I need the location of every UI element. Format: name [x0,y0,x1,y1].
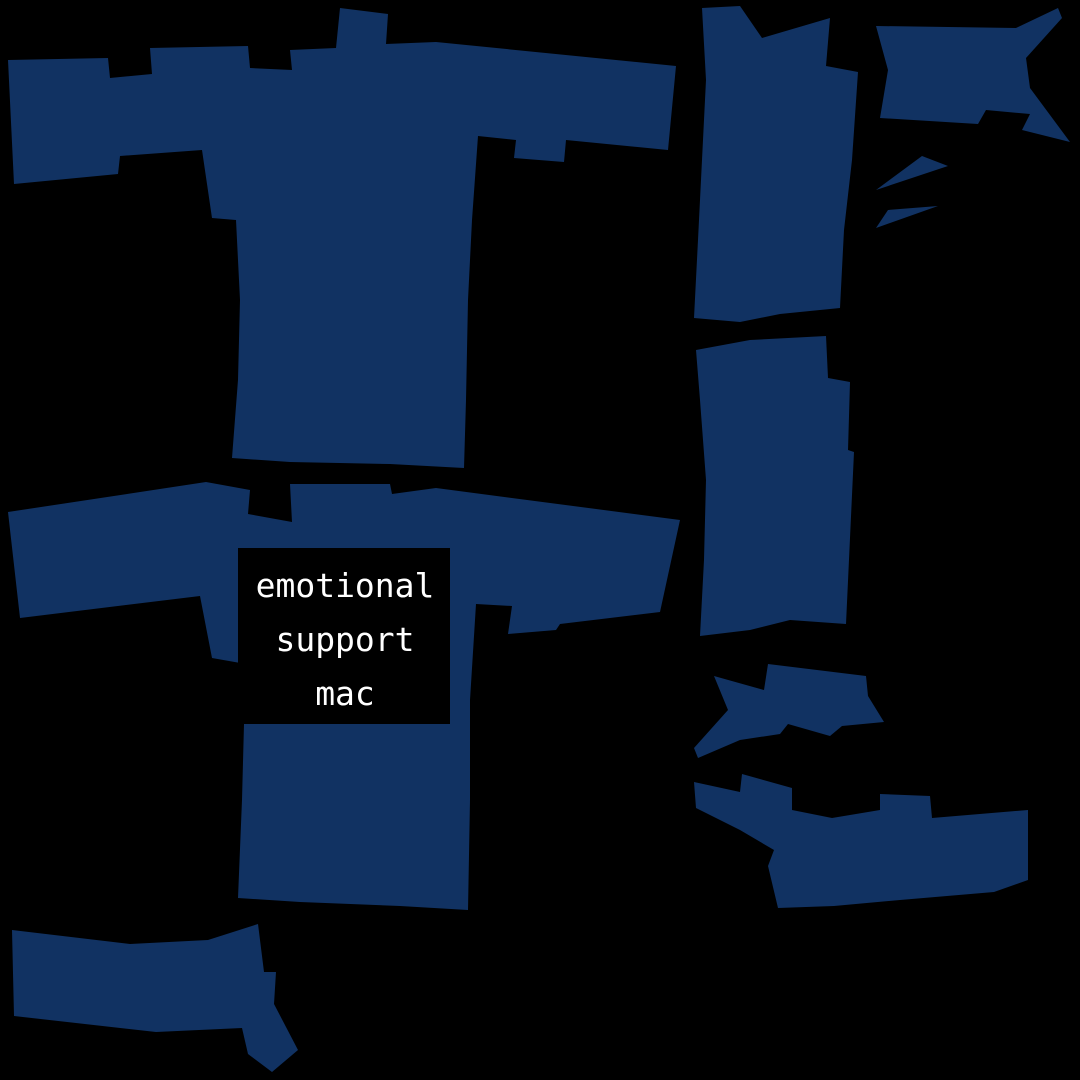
print-box [238,548,450,724]
sleeve-lower-left [696,336,854,636]
print-line-3: mac [315,674,375,713]
back-body-panel [8,8,676,468]
print-line-2: support [275,620,414,659]
hem-band-piece-right [694,774,1028,908]
collar-piece-upper [876,8,1070,142]
print-line-1: emotional [256,566,435,605]
collar-strip-1 [876,156,948,190]
collar-strip-2 [876,206,938,228]
hem-band-piece [12,924,298,1072]
collar-piece-lower [694,664,884,758]
sleeve-upper-right [694,6,858,322]
